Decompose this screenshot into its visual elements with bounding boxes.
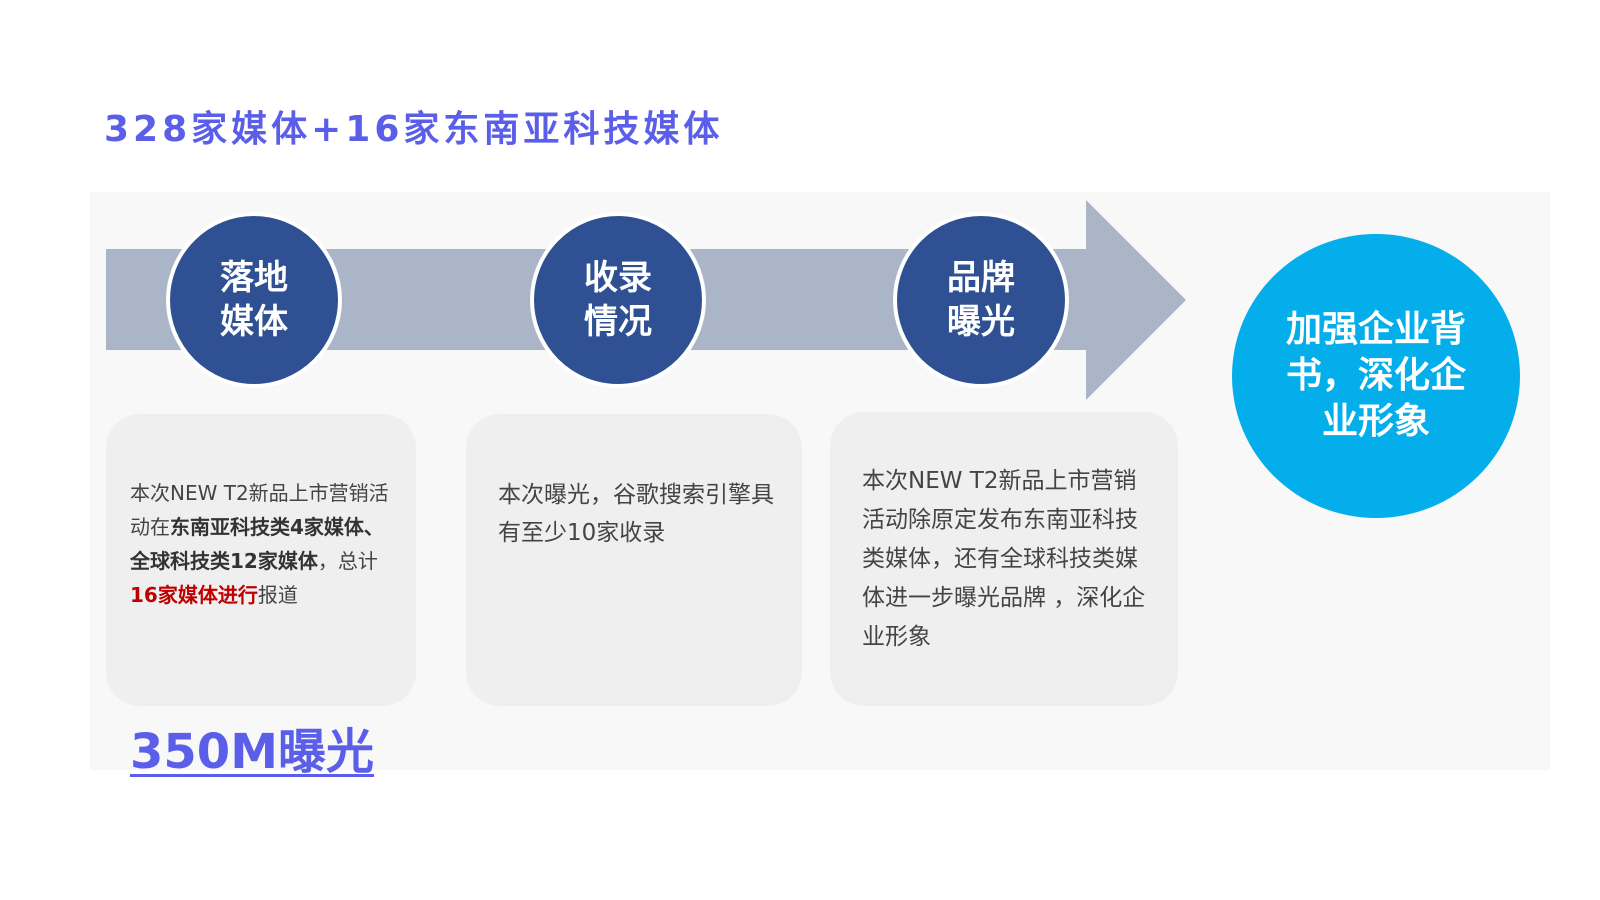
- step-label: 收录: [584, 258, 652, 298]
- step-circle-indexing: 收录 情况: [530, 212, 706, 388]
- indexing-card: 本次曝光，谷歌搜索引擎具有至少10家收录: [466, 414, 802, 706]
- goal-circle: 加强企业背书，深化企业形象: [1232, 234, 1520, 518]
- exposure-card: 本次NEW T2新品上市营销活动除原定发布东南亚科技类媒体，还有全球科技类媒体进…: [830, 412, 1178, 706]
- card-text: 本次NEW T2新品上市营销活动在: [130, 481, 389, 539]
- page-title: 328家媒体+16家东南亚科技媒体: [104, 109, 724, 150]
- card-text: 本次曝光，谷歌搜索引擎具有至少10家收录: [498, 482, 774, 546]
- step-label: 品牌: [947, 258, 1015, 298]
- card-text: 本次NEW T2新品上市营销活动除原定发布东南亚科技类媒体，还有全球科技类媒体进…: [862, 468, 1146, 650]
- step-label: 情况: [584, 302, 652, 342]
- step-label: 媒体: [220, 302, 288, 342]
- card-text-bold: 东南亚科技类4家媒体、全球科技类12家媒体: [130, 515, 384, 573]
- step-circle-exposure: 品牌 曝光: [893, 212, 1069, 388]
- goal-label: 加强企业背书，深化企业形象: [1285, 309, 1466, 442]
- step-label: 曝光: [947, 302, 1015, 342]
- exposure-metric: 350M曝光: [130, 724, 374, 780]
- media-card: 本次NEW T2新品上市营销活动在东南亚科技类4家媒体、全球科技类12家媒体，总…: [106, 414, 416, 706]
- step-label: 落地: [220, 258, 288, 298]
- card-text: 报道: [257, 583, 298, 607]
- step-circle-media: 落地 媒体: [166, 212, 342, 388]
- card-text-highlight: 16家媒体进行: [130, 583, 258, 607]
- card-text: ，总计: [317, 549, 378, 573]
